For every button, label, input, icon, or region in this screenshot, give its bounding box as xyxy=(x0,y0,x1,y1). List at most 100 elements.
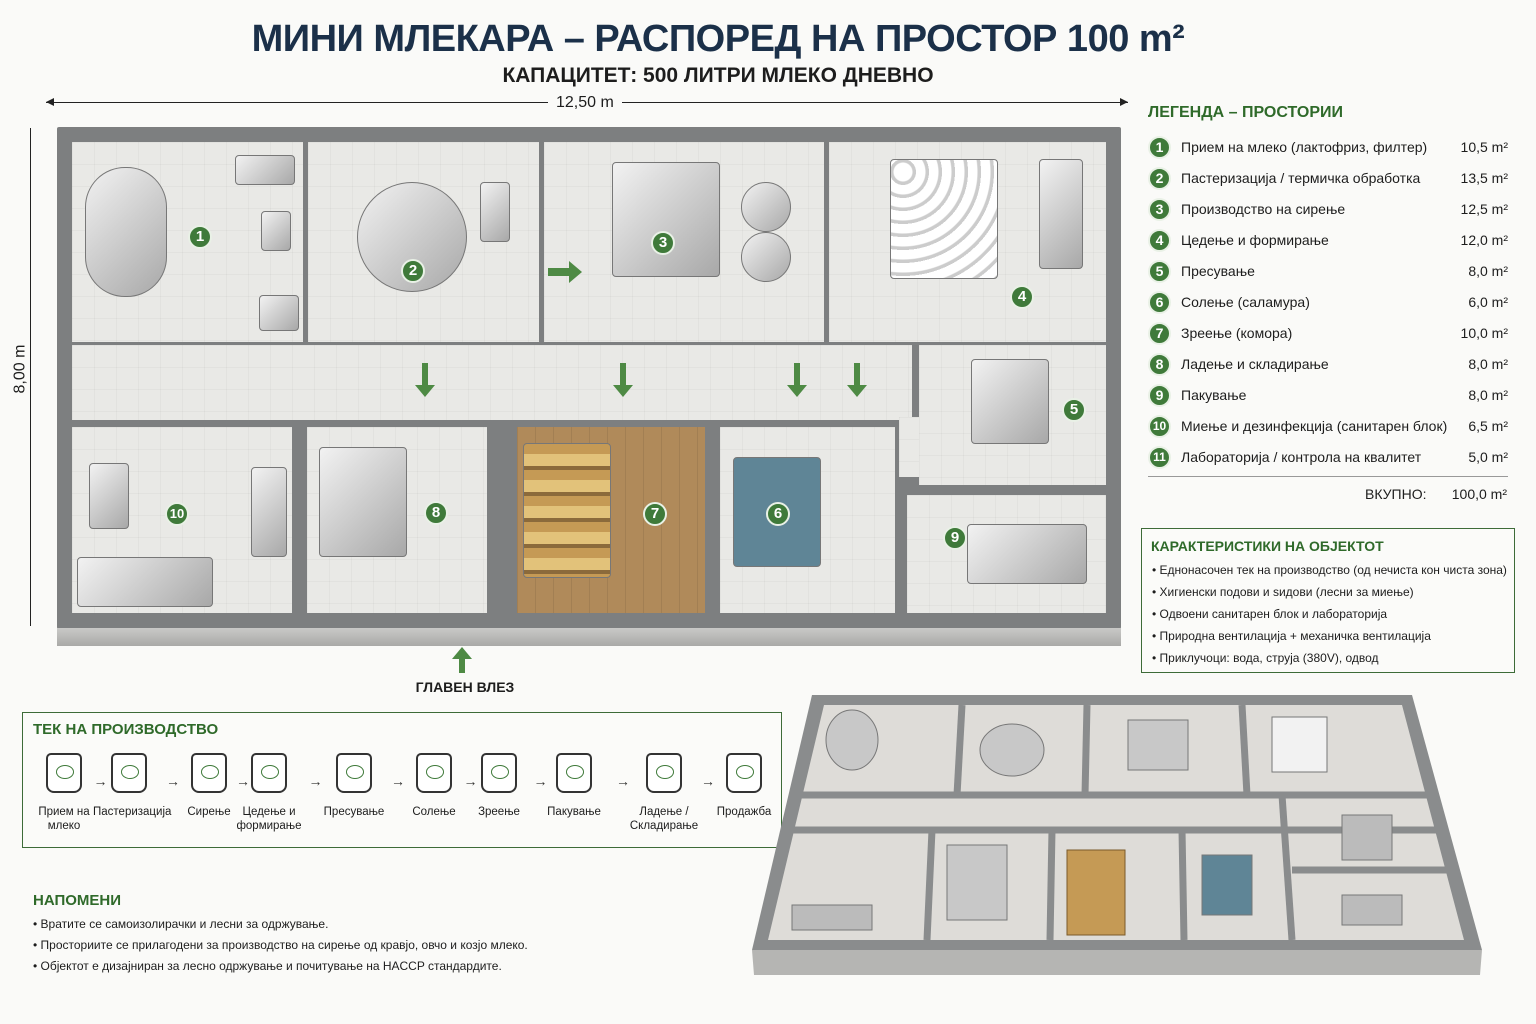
3d-double-sink xyxy=(791,904,873,931)
wall-face xyxy=(57,628,1121,646)
ripening-shelves xyxy=(523,443,611,578)
room-badge-1: 1 xyxy=(188,225,212,249)
legend-area: 12,5 m² xyxy=(1460,201,1508,217)
3d-cheese-vat xyxy=(1127,719,1189,771)
legend-number-badge: 9 xyxy=(1148,384,1171,407)
flow-step-icon xyxy=(726,753,762,793)
legend-label: Пакување xyxy=(1181,387,1247,403)
cabinet xyxy=(251,467,287,557)
flow-step-icon xyxy=(646,753,682,793)
legend-number-badge: 8 xyxy=(1148,353,1171,376)
flow-arrow-down-icon xyxy=(613,363,633,397)
legend-number-badge: 10 xyxy=(1148,415,1171,438)
note-item: • Објектот е дизајниран за лесно одржува… xyxy=(33,959,502,973)
legend-area: 10,5 m² xyxy=(1460,139,1508,155)
legend-area: 8,0 m² xyxy=(1468,356,1508,372)
legend-label: Цедење и формирање xyxy=(1181,232,1329,248)
legend-total-label: ВКУПНО: xyxy=(1365,486,1427,502)
legend-area: 8,0 m² xyxy=(1468,263,1508,279)
room-badge-5: 5 xyxy=(1062,398,1086,422)
wash-station xyxy=(89,463,129,529)
entry-arrow-icon xyxy=(452,647,472,673)
milk-tank xyxy=(85,167,167,297)
width-dimension-label: 12,50 m xyxy=(548,94,622,112)
room-laboratory xyxy=(899,417,919,477)
flow-arrow-icon: → xyxy=(616,773,630,789)
note-item: • Просториите се прилагодени за производ… xyxy=(33,938,528,952)
legend-number-badge: 2 xyxy=(1148,167,1171,190)
legend-number-badge: 6 xyxy=(1148,291,1171,314)
feature-item: • Еднонасочен тек на производство (од не… xyxy=(1152,563,1507,577)
flow-step: Продажба xyxy=(708,753,780,819)
legend-title: ЛЕГЕНДА – ПРОСТОРИИ xyxy=(1148,104,1343,121)
room-badge-8: 8 xyxy=(424,501,448,525)
mold-rack xyxy=(1039,159,1083,269)
flow-arrow-icon: → xyxy=(236,773,250,789)
legend-number-badge: 5 xyxy=(1148,260,1171,283)
flow-arrow-down-icon xyxy=(415,363,435,397)
cheese-press xyxy=(971,359,1049,444)
legend-item: 8 Ладење и складирање 8,0 m² xyxy=(1148,353,1508,377)
flow-step: Пастеризација xyxy=(93,753,172,819)
room-badge-4: 4 xyxy=(1010,285,1034,309)
main-entrance-label: ГЛАВЕН ВЛЕЗ xyxy=(415,679,515,695)
legend-number-badge: 7 xyxy=(1148,322,1171,345)
sink xyxy=(235,155,295,185)
flow-step: Солење xyxy=(398,753,470,819)
cheese-vat xyxy=(612,162,720,277)
flow-arrow-icon: → xyxy=(308,773,323,789)
flow-arrow-down-icon xyxy=(847,363,867,397)
flow-step-icon xyxy=(191,753,227,793)
floor-plan xyxy=(57,127,1121,629)
flow-step-label: Пакување xyxy=(547,806,601,818)
packing-table xyxy=(967,524,1087,584)
3d-wall-face xyxy=(752,950,1482,975)
legend-number-badge: 1 xyxy=(1148,136,1171,159)
height-dimension-label: 8,00 m xyxy=(11,338,30,400)
cheese-pot xyxy=(741,182,791,232)
flow-step-label: Цедење и формирање xyxy=(236,806,302,832)
filter-unit xyxy=(261,211,291,251)
flow-step-label: Пастеризација xyxy=(93,806,172,818)
features-panel: КАРАКТЕРИСТИКИ НА ОБЈЕКТОТ • Еднонасочен… xyxy=(1141,528,1515,673)
flow-step: Пакување xyxy=(538,753,610,819)
room-badge-9: 9 xyxy=(943,526,967,550)
3d-refrigerator xyxy=(946,844,1008,921)
flow-step-icon xyxy=(336,753,372,793)
legend-label: Производство на сирење xyxy=(1181,201,1346,217)
flow-step-icon xyxy=(556,753,592,793)
feature-item: • Хигиенски подови и ѕидови (лесни за ми… xyxy=(1152,585,1414,599)
flow-arrow-icon: → xyxy=(93,773,108,789)
flow-step-label: Продажба xyxy=(716,806,772,818)
legend-area: 8,0 m² xyxy=(1468,387,1508,403)
legend-area: 6,0 m² xyxy=(1468,294,1508,310)
height-dimension-line xyxy=(30,128,31,626)
page-subtitle: КАПАЦИТЕТ: 500 ЛИТРИ МЛЕКО ДНЕВНО xyxy=(502,64,934,87)
legend-label: Миење и дезинфекција (санитарен блок) xyxy=(1181,418,1448,434)
production-flow-panel: ТЕК НА ПРОИЗВОДСТВО Прием на млеко→Пасте… xyxy=(22,712,782,848)
legend-label: Пастеризација / термичка обработка xyxy=(1181,170,1421,186)
feature-item: • Одвоени санитарен блок и лабораторија xyxy=(1152,607,1388,621)
legend-label: Ладење и складирање xyxy=(1181,356,1329,372)
cheese-pot xyxy=(741,232,791,282)
3d-milk-tank xyxy=(825,709,879,771)
flow-step-icon xyxy=(416,753,452,793)
legend-total-area: 100,0 m² xyxy=(1451,486,1507,502)
legend-area: 6,5 m² xyxy=(1468,418,1508,434)
legend-label: Пресување xyxy=(1181,263,1255,279)
legend-number-badge: 11 xyxy=(1148,446,1171,469)
flow-arrow-right-icon xyxy=(548,261,582,283)
feature-item: • Приклучоци: вода, струја (380V), одвод xyxy=(1152,651,1379,665)
legend-item: 9 Пакување 8,0 m² xyxy=(1148,384,1508,408)
control-panel xyxy=(480,182,510,242)
legend-item: 10 Миење и дезинфекција (санитарен блок) 6… xyxy=(1148,415,1508,439)
flow-arrow-icon: → xyxy=(391,773,405,789)
legend-label: Солење (саламура) xyxy=(1181,294,1310,310)
flow-step-label: Прием на млеко xyxy=(38,806,90,832)
flow-step: Сирење xyxy=(173,753,245,819)
legend-number-badge: 3 xyxy=(1148,198,1171,221)
note-item: • Вратите се самоизолирачки и лесни за о… xyxy=(33,917,329,931)
flow-arrow-down-icon xyxy=(787,363,807,397)
flow-step-label: Зреење xyxy=(478,806,520,818)
